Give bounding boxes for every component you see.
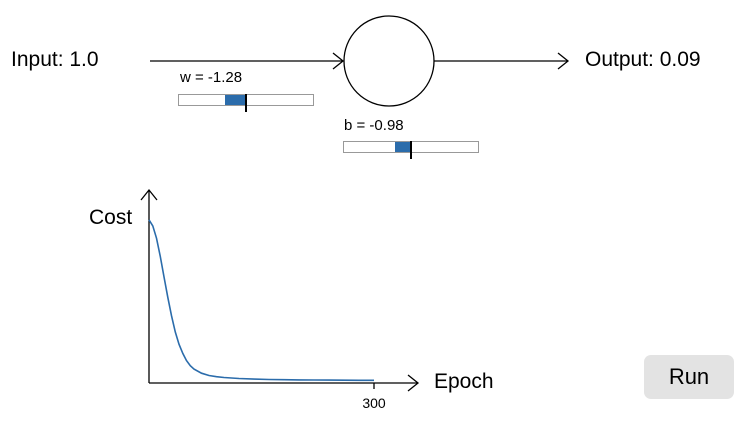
weight-slider-fill — [224, 95, 246, 105]
y-axis-label: Cost — [89, 206, 133, 229]
y-axis-arrowhead — [140, 188, 158, 201]
x-tick-label: 300 — [362, 395, 386, 411]
bias-label: b = -0.98 — [344, 117, 404, 134]
weight-label: w = -1.28 — [180, 69, 243, 86]
input-arrowhead — [332, 52, 345, 70]
input-label: Input: 1.0 — [11, 48, 99, 71]
weight-slider-handle[interactable] — [245, 94, 247, 112]
output-label: Output: 0.09 — [585, 48, 701, 71]
neuron-diagram — [150, 15, 570, 107]
x-axis-arrowhead — [407, 374, 420, 392]
cost-series-line — [148, 219, 374, 382]
run-button[interactable]: Run — [644, 355, 734, 399]
x-axis-label: Epoch — [434, 370, 494, 393]
weight-slider[interactable] — [178, 94, 314, 112]
output-arrowhead — [557, 52, 570, 70]
bias-slider-handle[interactable] — [410, 141, 412, 159]
bias-slider[interactable] — [343, 141, 479, 159]
bias-slider-fill — [394, 142, 411, 152]
